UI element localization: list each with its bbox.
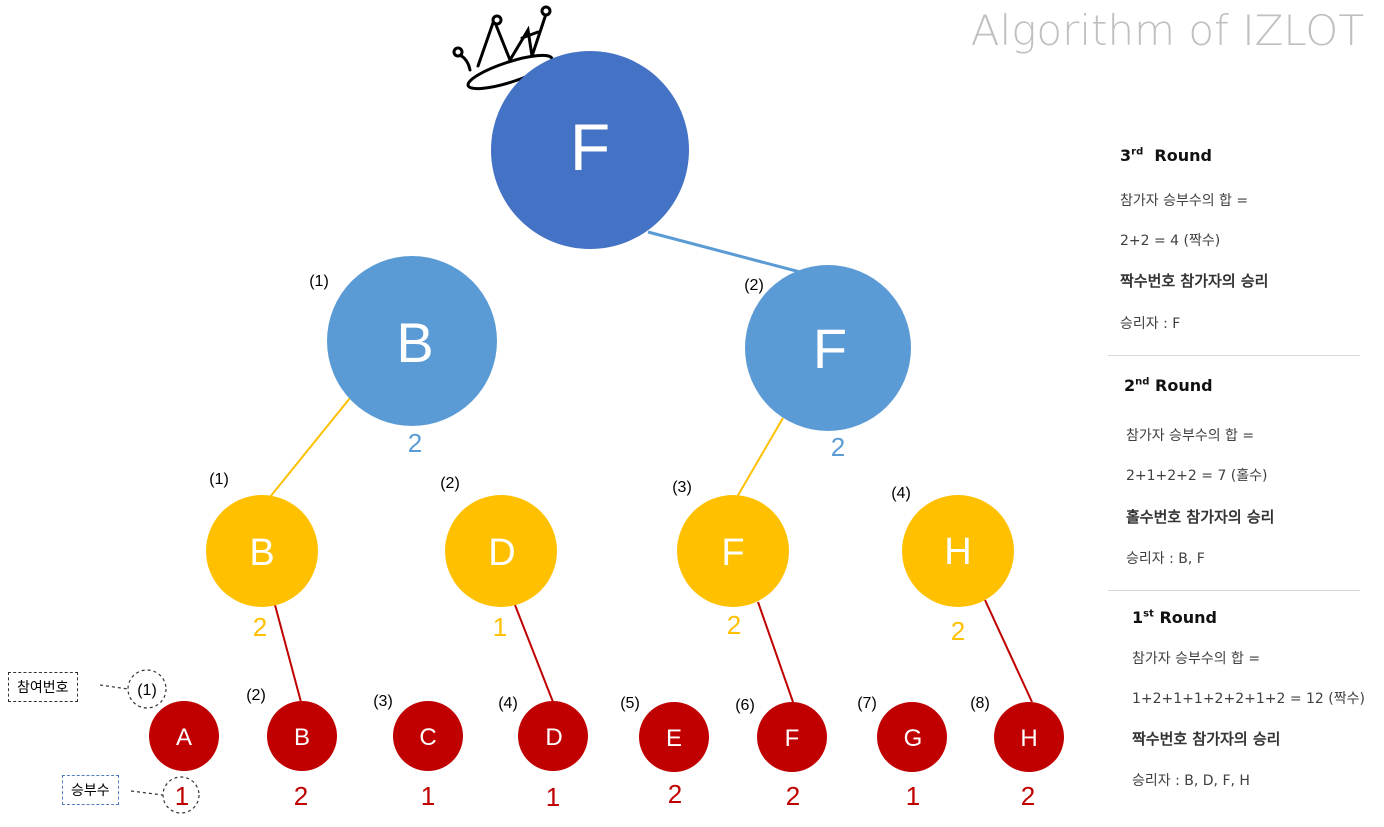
- round-3-winner: 승리자 : F: [1120, 316, 1181, 332]
- node-l4-c-wins: 1: [421, 781, 435, 811]
- round-2-sum-label: 참가자 승부수의 합 =: [1126, 428, 1255, 444]
- round-2-title: 2nd Round: [1124, 376, 1213, 395]
- legend-win-count-label: 승부수: [71, 783, 110, 799]
- node-l2-b-tag: (1): [309, 273, 329, 290]
- node-l4-e: [639, 702, 709, 772]
- node-l4-b-wins: 2: [294, 781, 308, 811]
- legend-tag-circle: [127, 669, 167, 709]
- node-l3-h: [902, 495, 1014, 607]
- node-l4-a: [149, 701, 219, 771]
- node-l4-h: [994, 702, 1064, 772]
- node-l4-g-label: G: [904, 725, 923, 752]
- legend-wins-connector: [130, 790, 164, 796]
- legend-connectors: (1): [99, 669, 200, 814]
- node-l4-g-wins: 1: [906, 781, 920, 811]
- round-separator-2: [1108, 590, 1360, 591]
- root-label: F: [570, 110, 610, 184]
- node-l4-g-tag: (7): [857, 695, 877, 712]
- node-l4-c: [393, 701, 463, 771]
- node-l2-f-label: F: [813, 317, 847, 380]
- legend-entry-number-box: 참여번호: [8, 672, 78, 702]
- node-l4-d-tag: (4): [498, 695, 518, 712]
- node-l3-d-label: D: [488, 532, 515, 574]
- node-l3-b-wins: 2: [253, 612, 267, 642]
- round-2-sum-expr: 2+1+2+2 = 7 (홀수): [1126, 468, 1268, 484]
- node-l4-d-label: D: [545, 724, 562, 751]
- round-3-sum-expr: 2+2 = 4 (짝수): [1120, 233, 1221, 249]
- node-l4-f-wins: 2: [786, 781, 800, 811]
- edge-f2-to-f3: [736, 417, 784, 498]
- node-l4-f-label: F: [785, 725, 800, 752]
- round-2-winner: 승리자 : B, F: [1126, 551, 1205, 567]
- node-l4-b: [267, 701, 337, 771]
- edge-h3-to-h4: [984, 599, 1033, 703]
- node-l4-g: [877, 702, 947, 772]
- node-l2-b: [327, 256, 497, 426]
- node-l3-f-tag: (3): [672, 479, 692, 496]
- legend-tag-example: (1): [137, 682, 157, 699]
- node-l4-a-wins: 1: [175, 781, 189, 811]
- edge-d3-to-d4: [514, 604, 554, 703]
- node-l4-b-tag: (2): [246, 687, 266, 704]
- node-l2-f: [745, 265, 911, 431]
- legend-tag-connector: [99, 684, 129, 690]
- node-l2-f-wins: 2: [831, 432, 845, 462]
- round-1-sum-label: 참가자 승부수의 합 =: [1132, 651, 1261, 667]
- node-l2-f-tag: (2): [744, 277, 764, 294]
- edge-root-to-f: [647, 230, 801, 274]
- node-l4-f: [757, 702, 827, 772]
- edge-b2-to-b3: [269, 397, 351, 498]
- round-1-rule: 짝수번호 참가자의 승리: [1132, 730, 1281, 748]
- page-title: Algorithm of IZLOT: [970, 6, 1364, 55]
- round-1-title: 1st Round: [1132, 608, 1217, 627]
- node-l4-a-label: A: [176, 724, 192, 751]
- node-l4-d-wins: 1: [546, 782, 560, 812]
- round-1-winner: 승리자 : B, D, F, H: [1132, 773, 1250, 789]
- node-l4-b-label: B: [294, 724, 310, 751]
- node-l3-d: [445, 495, 557, 607]
- round-2-rule: 홀수번호 참가자의 승리: [1126, 508, 1275, 526]
- node-l4-d: [518, 701, 588, 771]
- round-1-sum-expr: 1+2+1+1+2+2+1+2 = 12 (짝수): [1132, 691, 1365, 707]
- edge-f3-to-f4: [757, 601, 794, 703]
- node-l2-b-label: B: [396, 311, 433, 374]
- node-l4-f-tag: (6): [735, 697, 755, 714]
- node-l4-h-tag: (8): [970, 695, 990, 712]
- round-3-sum-label: 참가자 승부수의 합 =: [1120, 193, 1249, 209]
- root-node: [491, 51, 689, 249]
- node-l4-c-label: C: [419, 724, 436, 751]
- legend-win-count-box: 승부수: [62, 775, 119, 805]
- node-l3-f-wins: 2: [727, 610, 741, 640]
- node-l4-e-tag: (5): [620, 695, 640, 712]
- edges: [269, 230, 1033, 703]
- node-l3-b: [206, 495, 318, 607]
- round-3-rule: 짝수번호 참가자의 승리: [1120, 272, 1269, 290]
- node-l3-f-label: F: [721, 532, 744, 574]
- node-l3-h-tag: (4): [891, 485, 911, 502]
- node-l3-b-tag: (1): [209, 471, 229, 488]
- node-l3-h-label: H: [944, 531, 971, 573]
- legend-entry-number-label: 참여번호: [17, 680, 69, 696]
- node-l4-e-label: E: [666, 725, 682, 752]
- node-l3-d-wins: 1: [493, 612, 507, 642]
- node-l3-h-wins: 2: [951, 616, 965, 646]
- node-l4-c-tag: (3): [373, 693, 393, 710]
- node-l3-b-label: B: [249, 532, 274, 574]
- round-3-title: 3rd Round: [1120, 146, 1212, 165]
- node-l4-h-label: H: [1020, 725, 1037, 752]
- edge-b3-to-b4: [274, 604, 302, 703]
- node-l4-h-wins: 2: [1021, 781, 1035, 811]
- crown-icon: [452, 5, 554, 91]
- node-l3-d-tag: (2): [440, 475, 460, 492]
- node-l2-b-wins: 2: [408, 428, 422, 458]
- node-l4-e-wins: 2: [668, 779, 682, 809]
- round-separator-1: [1108, 355, 1360, 356]
- node-l3-f: [677, 495, 789, 607]
